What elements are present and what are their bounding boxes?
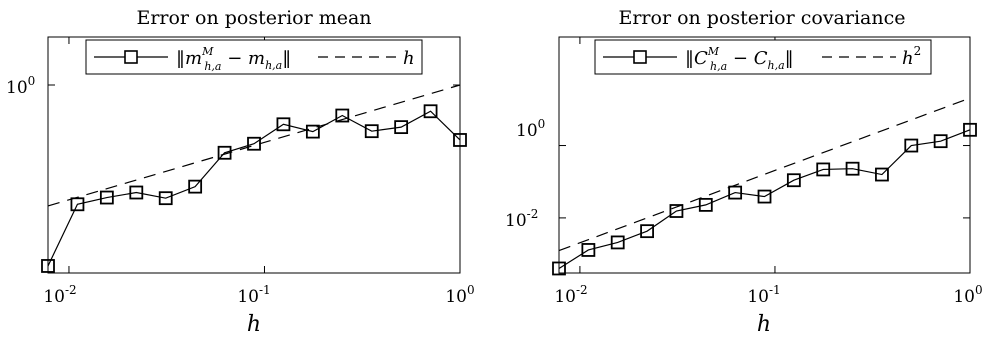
chart-mean-point-3 xyxy=(99,190,114,205)
chart-mean-point-2 xyxy=(70,197,85,212)
chart-covariance-point-14 xyxy=(933,134,948,149)
chart-covariance-plot-frame xyxy=(558,36,971,274)
chart-covariance-point-1 xyxy=(552,261,566,276)
chart-mean-point-13 xyxy=(394,120,409,135)
chart-covariance-point-12 xyxy=(875,167,889,182)
chart-mean-point-5 xyxy=(158,191,173,206)
chart-mean-point-10 xyxy=(305,124,320,139)
chart-mean-series-line-2 xyxy=(47,84,461,207)
chart-mean-ytick-label-1: 100 xyxy=(6,74,35,98)
chart-covariance-point-11 xyxy=(845,161,860,176)
chart-mean-point-1 xyxy=(41,259,55,273)
chart-covariance-point-2 xyxy=(581,243,596,257)
chart-covariance-legend-marker xyxy=(633,50,647,64)
chart-mean-point-4 xyxy=(129,185,144,200)
chart-mean: Error on posterior mean 10-2 10-1 100 10… xyxy=(6,7,475,337)
chart-mean-legend-marker xyxy=(124,50,138,64)
chart-covariance-point-7 xyxy=(728,185,743,200)
chart-mean-xtick-label-3: 100 xyxy=(445,283,474,307)
chart-mean-series-layer xyxy=(41,84,467,273)
chart-mean-point-6 xyxy=(188,179,203,194)
chart-covariance-point-9 xyxy=(786,173,801,188)
chart-mean-point-15 xyxy=(453,133,467,147)
chart-mean-legend-label-ref: h xyxy=(403,48,415,69)
chart-covariance-series-layer xyxy=(552,97,977,276)
chart-covariance-xtick-label-2: 10-1 xyxy=(747,283,780,307)
chart-covariance: Error on posterior covariance 10-2 10-1 … xyxy=(505,7,983,337)
chart-covariance-point-6 xyxy=(698,197,713,212)
chart-mean-point-12 xyxy=(364,124,379,139)
chart-covariance-point-5 xyxy=(669,204,684,218)
chart-covariance-point-8 xyxy=(757,189,772,204)
chart-covariance-point-4 xyxy=(640,224,654,239)
chart-mean-xtick-label-1: 10-2 xyxy=(43,283,76,307)
chart-mean-xtick-label-2: 10-1 xyxy=(237,283,270,307)
chart-covariance-series-line-2 xyxy=(558,97,971,252)
chart-covariance-title: Error on posterior covariance xyxy=(618,7,905,29)
chart-mean-series-line-1 xyxy=(47,110,461,267)
chart-mean-point-14 xyxy=(423,104,438,119)
chart-covariance-xlabel: h xyxy=(757,312,771,337)
chart-covariance-xtick-label-1: 10-2 xyxy=(554,283,587,307)
chart-covariance-legend-label-ref: h2 xyxy=(902,44,921,69)
chart-covariance-ytick-label-2: 100 xyxy=(516,117,545,141)
chart-mean-point-11 xyxy=(335,108,350,123)
chart-covariance-ytick-label-1: 10-2 xyxy=(505,207,538,231)
chart-covariance-point-10 xyxy=(816,162,831,177)
chart-mean-xlabel: h xyxy=(247,312,261,337)
chart-mean-title: Error on posterior mean xyxy=(136,7,371,29)
chart-mean-plot-frame xyxy=(47,36,461,274)
chart-covariance-point-15 xyxy=(963,122,977,137)
chart-covariance-point-3 xyxy=(610,235,625,250)
chart-covariance-xtick-label-3: 100 xyxy=(953,283,982,307)
chart-covariance-series-line-1 xyxy=(558,129,971,269)
chart-covariance-point-13 xyxy=(904,138,919,153)
chart-mean-point-9 xyxy=(276,117,291,132)
